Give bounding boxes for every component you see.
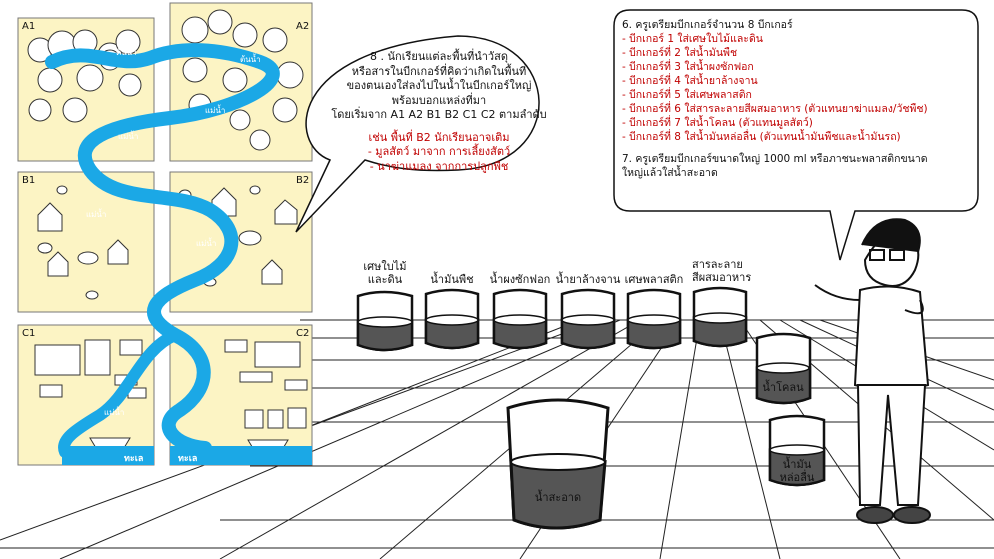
quadrant-label-a2: A2 xyxy=(296,21,310,32)
city-drawings xyxy=(34,339,308,451)
beaker-6-label-line: สีผสมอาหาร xyxy=(692,271,752,284)
teacher-figure xyxy=(814,218,931,524)
river-source-label-a1: ต้นน้ำ xyxy=(116,48,137,57)
quadrant-label-c2: C2 xyxy=(296,328,310,339)
bubble-left-line: โดยเริ่มจาก A1 A2 B1 B2 C1 C2 ตามลำดับ xyxy=(331,108,547,121)
beaker-1-label: เศษใบไม้ และดิน xyxy=(345,260,425,286)
big-beaker xyxy=(506,398,610,530)
bubble-left-example-line: - นาฆ่าแมลง จากการปลูกพืช xyxy=(369,159,509,173)
beaker-list-item: - บีกเกอร์ที่ 5 ใส่เศษพลาสติก xyxy=(622,89,752,101)
beaker-5-label: เศษพลาสติก xyxy=(624,273,684,286)
beaker-list-item: - บีกเกอร์ 1 ใส่เศษใบไม้และดิน xyxy=(622,33,763,45)
big-beaker-label: น้ำสะอาด xyxy=(534,491,582,504)
sea-label-c1: ทะเล xyxy=(124,454,144,464)
sea-label-c2: ทะเล xyxy=(178,454,198,464)
quadrant-label-a1: A1 xyxy=(22,21,36,32)
beaker-8 xyxy=(768,414,826,487)
bubble-right-note-line: 7. ครูเตรียมบีกเกอร์ขนาดใหญ่ 1000 ml หรื… xyxy=(622,153,928,165)
quadrant-label-c1: C1 xyxy=(22,328,36,339)
beaker-1 xyxy=(356,290,414,352)
bubble-left-example-line: - มูลสัตว์ มาจาก การเลี้ยงสัตว์ xyxy=(367,145,511,158)
beaker-8-label-line: น้ำมัน xyxy=(782,458,812,471)
bubble-right-note-line: ใหญ่แล้วใส่น้ำสะอาด xyxy=(622,167,718,179)
beaker-list-item: - บีกเกอร์ที่ 6 ใส่สารละลายสีผสมอาหาร (ต… xyxy=(622,103,928,115)
quadrant-label-b1: B1 xyxy=(22,175,36,186)
beaker-8-label-line: หล่อลื่น xyxy=(779,471,815,484)
river-source-label-a2: ต้นน้ำ xyxy=(240,55,261,64)
beaker-6-label-line: สารละลาย xyxy=(692,258,743,271)
beaker-list-item: - บีกเกอร์ที่ 2 ใส่น้ำมันพืช xyxy=(622,47,738,59)
beaker-8-label: น้ำมัน หล่อลื่น xyxy=(767,458,827,484)
beaker-1-label-line: และดิน xyxy=(367,273,403,286)
beaker-3-label: น้ำผงซักฟอก xyxy=(489,273,551,286)
beaker-6 xyxy=(692,286,748,348)
beaker-4-label: น้ำยาล้างจาน xyxy=(555,273,621,286)
bubble-left-line: พร้อมบอกแหล่งที่มา xyxy=(391,93,487,107)
beaker-6-label: สารละลาย สีผสมอาหาร xyxy=(692,258,772,284)
sea-c1 xyxy=(62,446,154,465)
beaker-7 xyxy=(755,332,812,405)
bubble-right-text: 6. ครูเตรียมบีกเกอร์จำนวน 8 บีกเกอร์ - บ… xyxy=(622,18,972,180)
bubble-left-line: หรือสารในบีกเกอร์ที่คิดว่าเกิดในพื้นที่ xyxy=(351,64,527,78)
bubble-left-line: 8 . นักเรียนแต่ละพื้นที่นำวัสดุ xyxy=(370,50,508,63)
beaker-list-item: - บีกเกอร์ที่ 4 ใส่น้ำยาล้างจาน xyxy=(622,75,758,87)
river-label-a2: แม่น้ำ xyxy=(205,106,226,115)
beaker-5 xyxy=(626,288,682,350)
river-label-b2: แม่น้ำ xyxy=(196,239,217,248)
bubble-left-line: ของตนเองใส่ลงไปในน้ำในบีกเกอร์ใหญ่ xyxy=(346,79,532,92)
river xyxy=(45,43,280,455)
sea-c2 xyxy=(170,446,312,465)
beaker-2-label: น้ำมันพืช xyxy=(430,273,474,286)
river-label-b1: แม่น้ำ xyxy=(86,210,107,219)
beaker-2 xyxy=(424,288,480,350)
beaker-7-label: น้ำโคลน xyxy=(762,381,804,394)
bubble-left-text: 8 . นักเรียนแต่ละพื้นที่นำวัสดุ หรือสารใ… xyxy=(318,50,560,174)
small-beakers xyxy=(356,286,826,487)
beaker-4 xyxy=(560,288,616,350)
quadrant-label-b2: B2 xyxy=(296,175,310,186)
bubble-right-shape xyxy=(613,9,979,261)
bubble-right-title: 6. ครูเตรียมบีกเกอร์จำนวน 8 บีกเกอร์ xyxy=(622,19,793,31)
bubble-left-shape xyxy=(295,35,540,233)
river-label-a1: แม่น้ำ xyxy=(118,132,139,141)
bubble-left-example-line: เช่น พื้นที่ B2 นักเรียนอาจเติม xyxy=(368,130,510,144)
river-label-c1: แม่น้ำ xyxy=(104,408,125,417)
beaker-list-item: - บีกเกอร์ที่ 3 ใส่น้ำผงซักฟอก xyxy=(622,61,754,73)
beaker-1-label-line: เศษใบไม้ xyxy=(363,260,407,273)
river-branch xyxy=(58,329,181,458)
beaker-list-item: - บีกเกอร์ที่ 8 ใส่น้ำมันหล่อลื่น (ตัวแท… xyxy=(622,131,901,143)
beaker-list-item: - บีกเกอร์ที่ 7 ใส่น้ำโคลน (ตัวแทนมูลสัต… xyxy=(622,117,813,129)
beaker-3 xyxy=(492,288,548,350)
